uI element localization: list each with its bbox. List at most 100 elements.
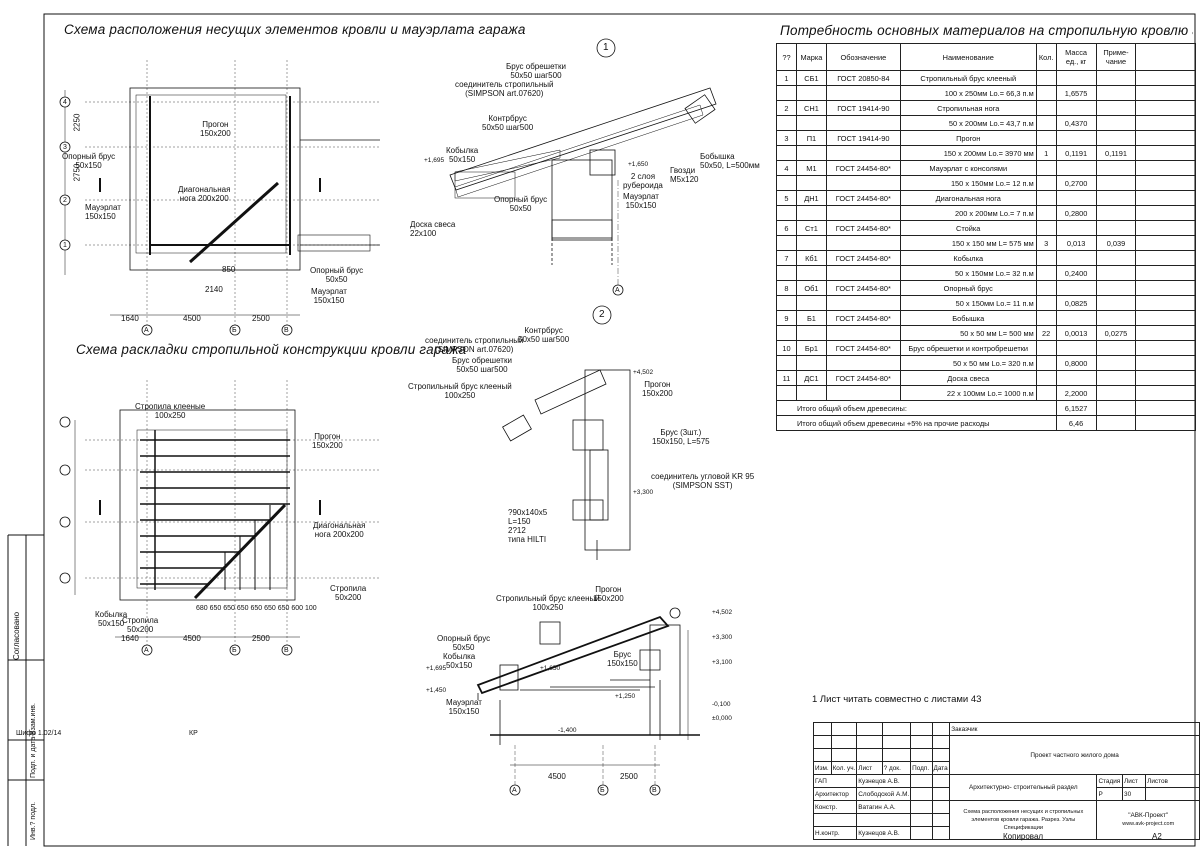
spec-cell-note	[1095, 130, 1137, 146]
dim-2500-b: 2500	[252, 634, 270, 643]
spec-cell-name: Стропильный брус клееный	[899, 70, 1037, 86]
spec-cell-mark	[795, 385, 827, 401]
spec-cell-note	[1095, 355, 1137, 371]
spec-cell-designation	[825, 175, 901, 191]
tb-project: Проект частного жилого дома	[949, 735, 1200, 775]
plan-roof-elements	[64, 60, 380, 330]
node2-label-plate: ?90x140x5 L=150 2?12 типа HILTI	[508, 508, 548, 544]
node2-label-progon: Прогон 150x200	[642, 380, 673, 398]
spec-cell-note	[1095, 265, 1137, 281]
spec-cell-name: Брус обрешетки и контробрешетки	[899, 340, 1037, 356]
tb-person-3: Ватагин А.А.	[856, 800, 912, 814]
spec-cell-qty	[1035, 160, 1057, 176]
node2-label-strop: Стропильный брус клееный 100x250	[408, 382, 512, 400]
spec-cell-name: Стойка	[899, 220, 1037, 236]
tb-person-1: Кузнецов А.В.	[856, 774, 912, 788]
spec-cell-designation	[825, 295, 901, 311]
spec-total-row-2: Итого общий объем древесины +5% на прочи…	[776, 415, 1196, 431]
spec-cell-num: 2	[776, 100, 797, 116]
spec-cell-extra	[1135, 100, 1196, 116]
section-level-4502: +4,502	[712, 609, 733, 616]
spec-cell-designation: ГОСТ 24454-80*	[825, 250, 901, 266]
spec-cell-mass	[1055, 250, 1097, 266]
spec-cell-note	[1095, 220, 1137, 236]
axis-4-1: 4	[63, 99, 67, 106]
spec-cell-qty	[1035, 355, 1057, 371]
spec-title: Потребность основных материалов на строп…	[780, 23, 1193, 38]
spec-total-value: 6,1527	[1055, 400, 1097, 416]
node1-axis-a: А	[615, 287, 620, 294]
axis-v-2: В	[284, 647, 289, 654]
spec-cell-mass	[1055, 70, 1097, 86]
spec-cell-qty	[1035, 115, 1057, 131]
spec-cell-extra	[1135, 310, 1196, 326]
spec-cell-num	[776, 325, 797, 341]
spec-cell-designation: ГОСТ 24454-80*	[825, 340, 901, 356]
spec-cell-extra	[1135, 205, 1196, 221]
spec-cell-extra	[1135, 145, 1196, 161]
spec-cell-extra	[1135, 295, 1196, 311]
spec-cell-name: Кобылка	[899, 250, 1037, 266]
spec-cell-name: 50 x 200мм Lо.= 43,7 п.м	[899, 115, 1037, 131]
spec-cell-num	[776, 205, 797, 221]
spec-cell-designation: ГОСТ 19414-90	[825, 100, 901, 116]
axis-a-2: А	[144, 647, 149, 654]
section-level-m1400: -1,400	[558, 727, 577, 734]
section-level-0000: ±0,000	[712, 715, 732, 722]
spec-cell-qty	[1035, 100, 1057, 116]
dim-2250-a: 2250	[72, 113, 82, 132]
spec-cell-extra	[1135, 385, 1196, 401]
spec-cell-num: 9	[776, 310, 797, 326]
axis-b-2: Б	[232, 647, 237, 654]
spec-cell-name: Мауэрлат с консолями	[899, 160, 1037, 176]
spec-cell-mass: 0,0013	[1055, 325, 1097, 341]
spec-total-row: Итого общий объем древесины: 6,1527	[776, 400, 1196, 416]
tb-role-1: ГАП	[812, 774, 858, 788]
spec-cell-mark: Б1	[795, 310, 827, 326]
spec-cell-name: Доска свеса	[899, 370, 1037, 386]
spec-cell-mass	[1055, 190, 1097, 206]
spec-cell-mark	[795, 85, 827, 101]
spec-cell-mass	[1055, 100, 1097, 116]
spec-cell-designation	[825, 265, 901, 281]
node1-label-ruberoid: 2 слоя рубероида	[623, 172, 663, 190]
spec-total2-empty	[1095, 415, 1137, 431]
tb-sheet-title: Схема расположения несущих и стропильных…	[949, 800, 1098, 840]
spec-cell-num	[776, 235, 797, 251]
spec-cell-note	[1095, 115, 1137, 131]
dim-2500-a: 2500	[252, 314, 270, 323]
spec-cell-name: 50 x 150мм Lо.= 11 п.м	[899, 295, 1037, 311]
spec-cell-qty	[1035, 340, 1057, 356]
spec-cell-mark	[795, 115, 827, 131]
section-label-opornyi: Опорный брус 50x50	[437, 634, 491, 652]
node2-label-brus-obr: Брус обрешетки 50x50 шаг500	[452, 356, 512, 374]
spec-cell-designation: ГОСТ 24454-80*	[825, 160, 901, 176]
spec-cell-qty	[1035, 190, 1057, 206]
spec-cell-mass: 0,8000	[1055, 355, 1097, 371]
spec-cell-mark	[795, 265, 827, 281]
spec-cell-note	[1095, 280, 1137, 296]
spec-cell-name: 150 x 150мм Lо.= 12 п.м	[899, 175, 1037, 191]
dim-850: 850	[222, 265, 236, 274]
section-level-1450: +1,450	[426, 687, 447, 694]
plan-label-mauerlat2: Мауэрлат 150x150	[311, 287, 347, 305]
spec-cell-designation	[825, 235, 901, 251]
spec-cell-mass	[1055, 220, 1097, 236]
spec-cell-qty: 3	[1035, 235, 1057, 251]
spec-cell-note	[1095, 160, 1137, 176]
spec-cell-extra	[1135, 355, 1196, 371]
plan-label-progon: Прогон 150x200	[200, 120, 231, 138]
tb-role-3: Констр.	[812, 800, 858, 814]
strip-kr: КР	[189, 730, 198, 737]
spec-cell-note	[1095, 175, 1137, 191]
spec-cell-designation	[825, 115, 901, 131]
node2-label-brus3: Брус (3шт.) 150x150, L=575	[652, 428, 710, 446]
spec-cell-note	[1095, 385, 1137, 401]
spec-cell-extra	[1135, 85, 1196, 101]
